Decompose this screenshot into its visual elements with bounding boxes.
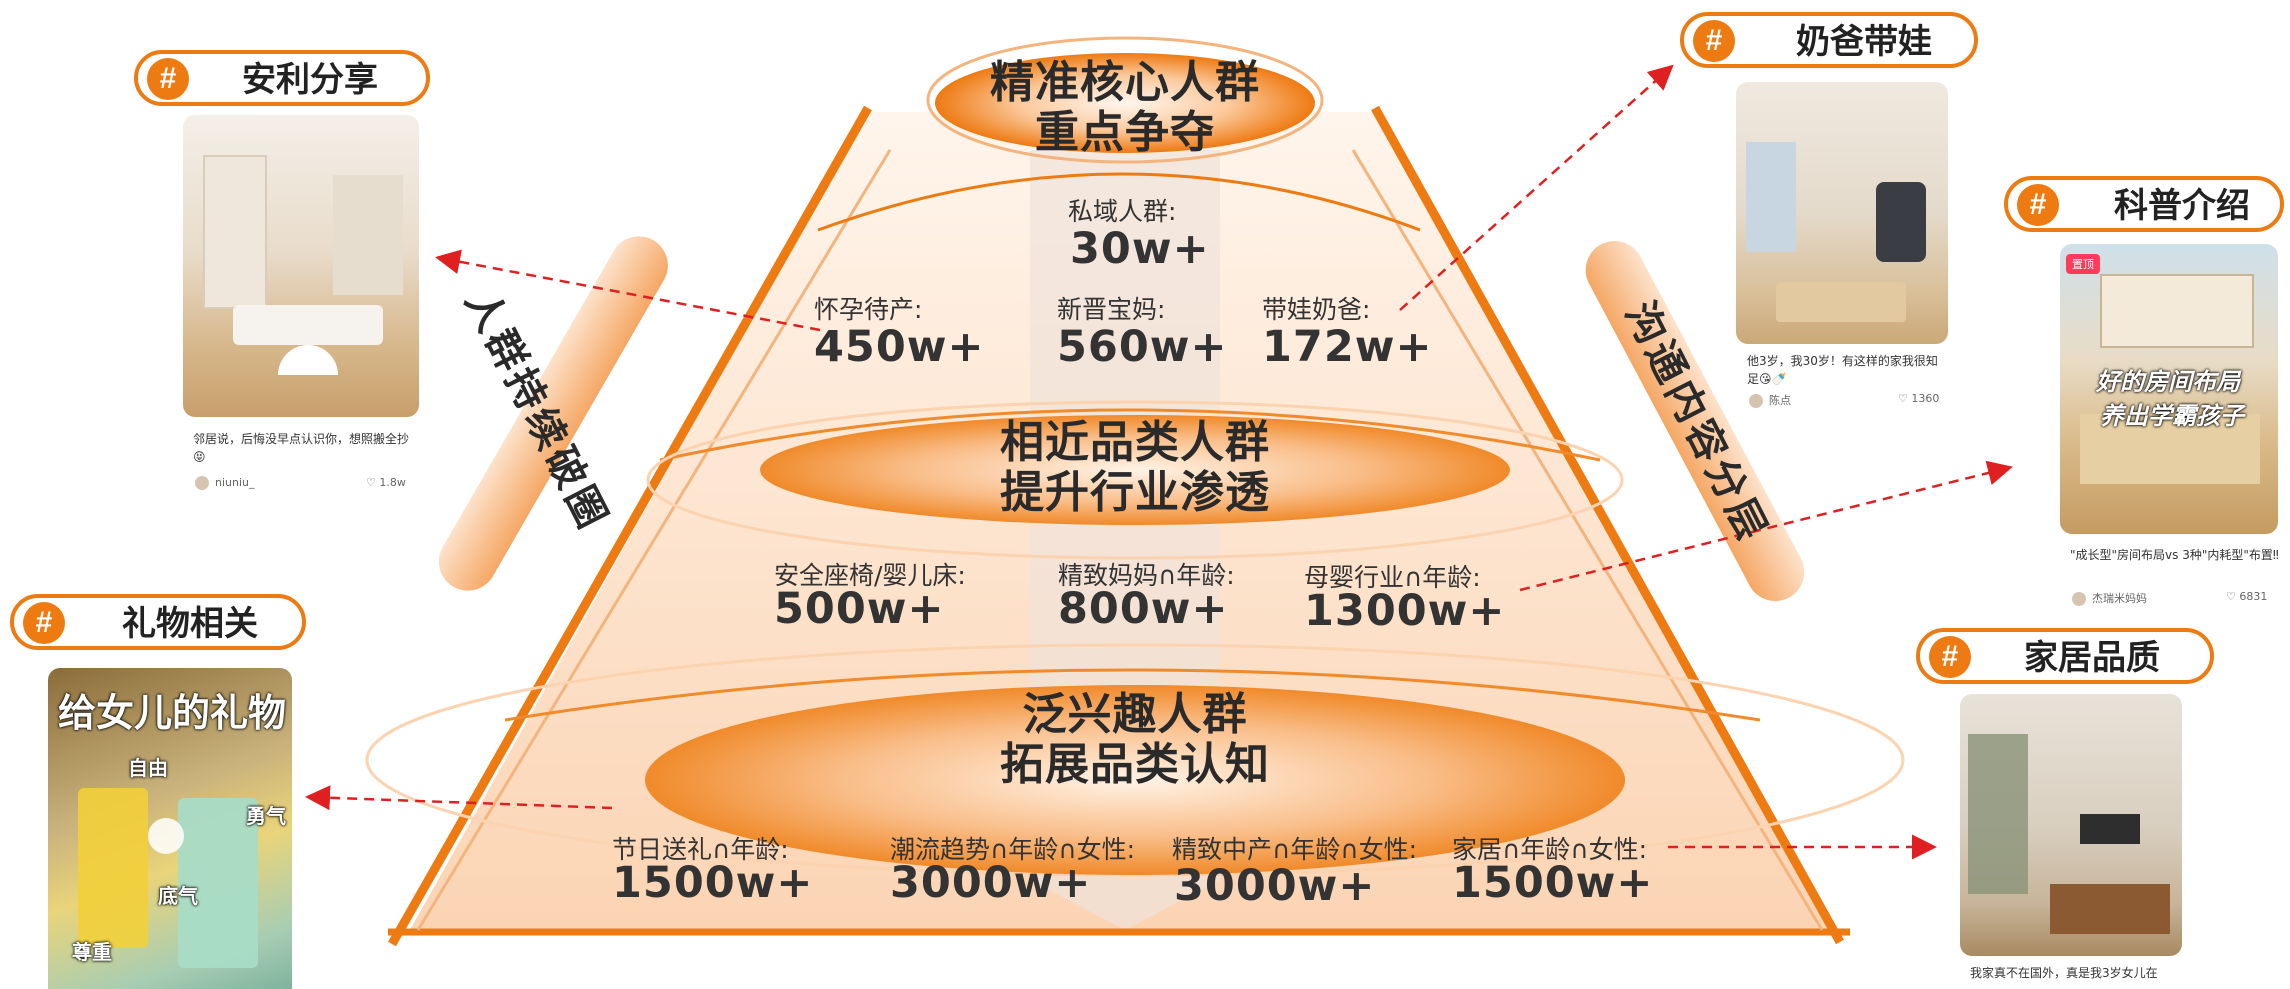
arrow-to-anli xyxy=(435,249,821,332)
arrow-to-dad xyxy=(1399,64,1674,311)
top-tier-title-line2: 重点争夺 xyxy=(1035,107,1215,158)
dad-photo[interactable] xyxy=(1736,82,1948,344)
avatar xyxy=(195,476,209,490)
home-caption: 我家真不在国外，真是我3岁女儿在 xyxy=(1970,966,2158,980)
tag-gift-label: 礼物相关 xyxy=(122,604,258,644)
science-likes[interactable]: ♡ 6831 xyxy=(2226,590,2267,603)
tag-anli-label: 安利分享 xyxy=(242,60,378,100)
science-likes-count: 6831 xyxy=(2239,590,2268,603)
tag-home-label: 家居品质 xyxy=(2024,638,2160,678)
gift-word: 底气 xyxy=(158,884,198,908)
gift-word: 自由 xyxy=(128,756,168,780)
gift-photo[interactable] xyxy=(48,668,292,989)
dad-caption: 他3岁，我30岁！有这样的家我很知足😘🍼 xyxy=(1747,354,1938,386)
top-stat-value: 450w+ xyxy=(814,322,985,372)
top-tier-title: 精准核心人群 重点争夺 xyxy=(965,58,1285,158)
bottom-stat-value: 1500w+ xyxy=(612,858,814,908)
bottom-stat-value: 1500w+ xyxy=(1452,858,1654,908)
science-username: 杰瑞米妈妈 xyxy=(2092,592,2147,605)
middle-tier-title: 相近品类人群 提升行业渗透 xyxy=(935,418,1335,518)
anli-user: niuniu_ xyxy=(195,476,255,490)
science-overlay-line2: 养出学霸孩子 xyxy=(2100,402,2244,430)
science-photo[interactable]: 置顶 xyxy=(2060,244,2278,534)
bottom-stat-label: 精致中产∩年龄∩女性: xyxy=(1172,835,1418,864)
middle-stat-value: 1300w+ xyxy=(1304,586,1506,636)
private-label: 私域人群: xyxy=(1068,197,1177,226)
middle-tier-title-line1: 相近品类人群 xyxy=(1000,417,1270,468)
top-stat-value: 560w+ xyxy=(1057,322,1228,372)
dad-likes-count: 1360 xyxy=(1911,392,1940,405)
top-stat-label: 新晋宝妈: xyxy=(1057,295,1166,324)
hash-icon: # xyxy=(147,58,189,100)
dad-likes[interactable]: ♡ 1360 xyxy=(1898,392,1939,405)
bottom-stat-label: 节日送礼∩年龄: xyxy=(612,835,789,864)
avatar xyxy=(2072,592,2086,606)
anli-caption: 邻居说，后悔没早点认识你，想照搬全抄😝 xyxy=(193,432,410,464)
tag-science: # 科普介绍 xyxy=(2004,176,2284,232)
bottom-tier-title-line2: 拓展品类认知 xyxy=(1000,739,1270,790)
science-caption: "成长型"房间布局vs 3种"内耗型"布置‼ xyxy=(2070,548,2279,562)
anli-photo[interactable] xyxy=(183,115,419,417)
top-tier-title-line1: 精准核心人群 xyxy=(990,57,1260,108)
heart-icon: ♡ xyxy=(2226,590,2240,603)
heart-icon: ♡ xyxy=(1898,392,1912,405)
science-overlay-line1: 好的房间布局 xyxy=(2096,368,2240,396)
middle-stat-value: 500w+ xyxy=(774,584,945,634)
tag-science-label: 科普介绍 xyxy=(2114,186,2250,226)
top-stat-label: 怀孕待产: xyxy=(814,295,923,324)
hash-icon: # xyxy=(2017,184,2059,226)
bottom-tier-title: 泛兴趣人群 拓展品类认知 xyxy=(935,690,1335,790)
science-user: 杰瑞米妈妈 xyxy=(2072,590,2147,606)
home-photo[interactable] xyxy=(1960,694,2182,956)
hash-icon: # xyxy=(1929,636,1971,678)
middle-stat-value: 800w+ xyxy=(1058,584,1229,634)
anli-likes[interactable]: ♡ 1.8w xyxy=(366,476,406,489)
gift-word: 勇气 xyxy=(246,804,286,828)
heart-icon: ♡ xyxy=(366,476,380,489)
middle-tier-title-line2: 提升行业渗透 xyxy=(1000,467,1270,518)
top-stat-label: 带娃奶爸: xyxy=(1262,295,1371,324)
bottom-tier-title-line1: 泛兴趣人群 xyxy=(1022,689,1248,740)
anli-username: niuniu_ xyxy=(215,476,255,489)
middle-stat-label: 精致妈妈∩年龄: xyxy=(1058,561,1235,590)
anli-likes-count: 1.8w xyxy=(379,476,406,489)
tag-anli: # 安利分享 xyxy=(134,50,430,106)
avatar xyxy=(1749,394,1763,408)
private-value: 30w+ xyxy=(1070,224,1210,274)
gift-word: 尊重 xyxy=(72,940,112,964)
hash-icon: # xyxy=(23,602,65,644)
tag-dad: # 奶爸带娃 xyxy=(1680,12,1978,68)
bottom-stat-value: 3000w+ xyxy=(890,858,1092,908)
tag-gift: # 礼物相关 xyxy=(10,594,306,650)
top-stat-value: 172w+ xyxy=(1262,322,1433,372)
dad-user: 陈点 xyxy=(1749,392,1791,408)
tag-dad-label: 奶爸带娃 xyxy=(1796,22,1932,62)
tag-home: # 家居品质 xyxy=(1916,628,2214,684)
middle-stat-label: 母婴行业∩年龄: xyxy=(1304,563,1481,592)
middle-stat-label: 安全座椅/婴儿床: xyxy=(774,561,966,590)
dad-username: 陈点 xyxy=(1769,394,1791,407)
gift-overlay-title: 给女儿的礼物 xyxy=(58,691,287,735)
science-pin-badge: 置顶 xyxy=(2066,254,2100,274)
hash-icon: # xyxy=(1693,20,1735,62)
bottom-stat-value: 3000w+ xyxy=(1174,861,1376,911)
bottom-stat-label: 潮流趋势∩年龄∩女性: xyxy=(890,835,1136,864)
bottom-stat-label: 家居∩年龄∩女性: xyxy=(1452,835,1648,864)
